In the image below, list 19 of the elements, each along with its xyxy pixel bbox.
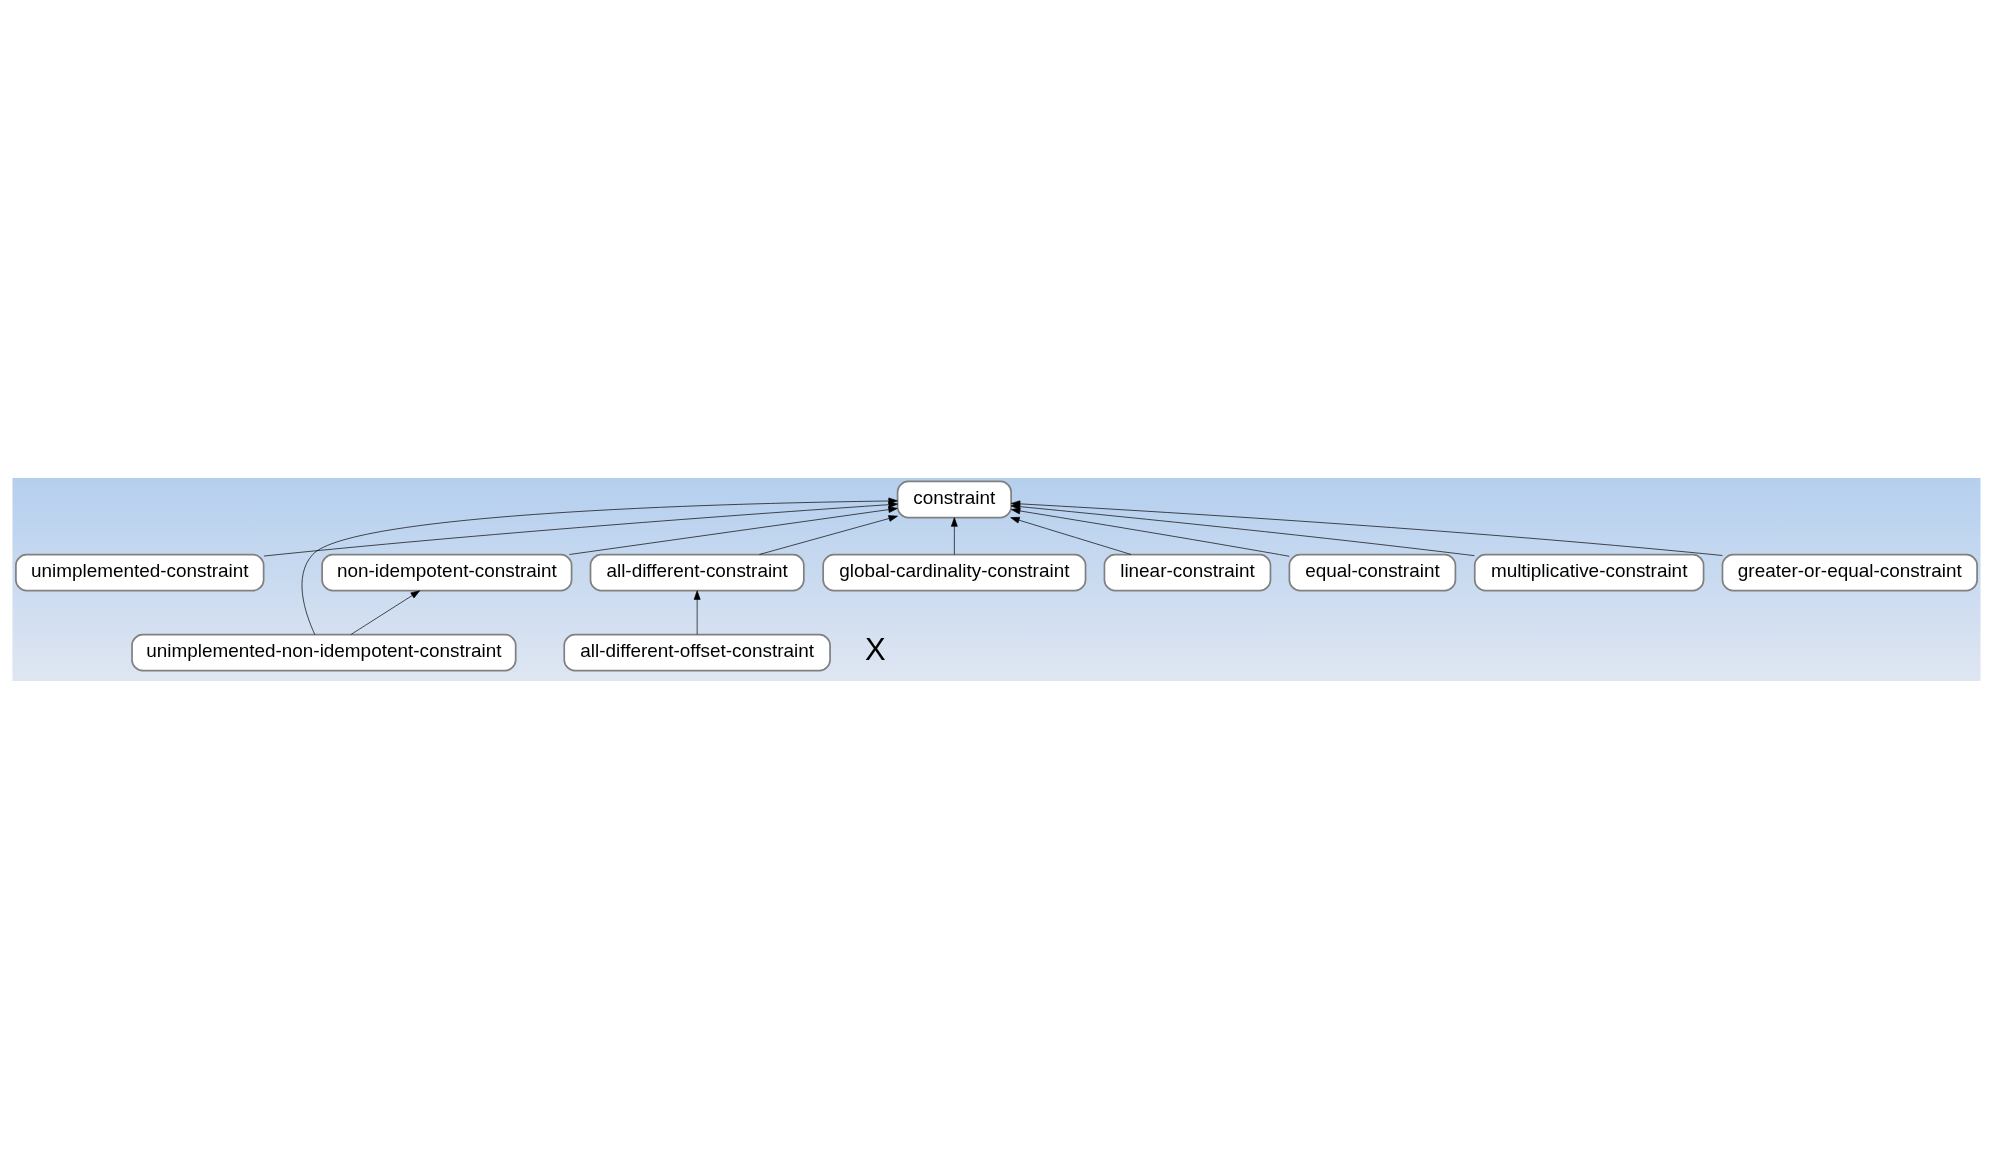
node-box: greater-or-equal-constraint [1721, 553, 1978, 592]
label: X [864, 631, 886, 667]
arrow [693, 589, 701, 635]
arrow [1011, 507, 1290, 557]
arrow [350, 589, 420, 635]
arrow [951, 516, 958, 555]
node-box: multiplicative-constraint [1473, 553, 1705, 592]
arrow [569, 505, 898, 555]
arrow [1010, 516, 1132, 555]
node-box: all-different-offset-constraint [563, 633, 831, 672]
node-box: all-different-constraint [589, 553, 805, 592]
node-box: non-idempotent-constraint [321, 553, 573, 592]
node-box: global-cardinality-constraint [822, 553, 1087, 592]
arrow [759, 514, 898, 555]
node-box: unimplemented-constraint [15, 553, 265, 592]
node-box: equal-constraint [1288, 553, 1457, 592]
node-box: linear-constraint [1103, 553, 1272, 592]
node-box: constraint [896, 480, 1012, 518]
node-box: unimplemented-non-idempotent-constraint [131, 633, 517, 672]
